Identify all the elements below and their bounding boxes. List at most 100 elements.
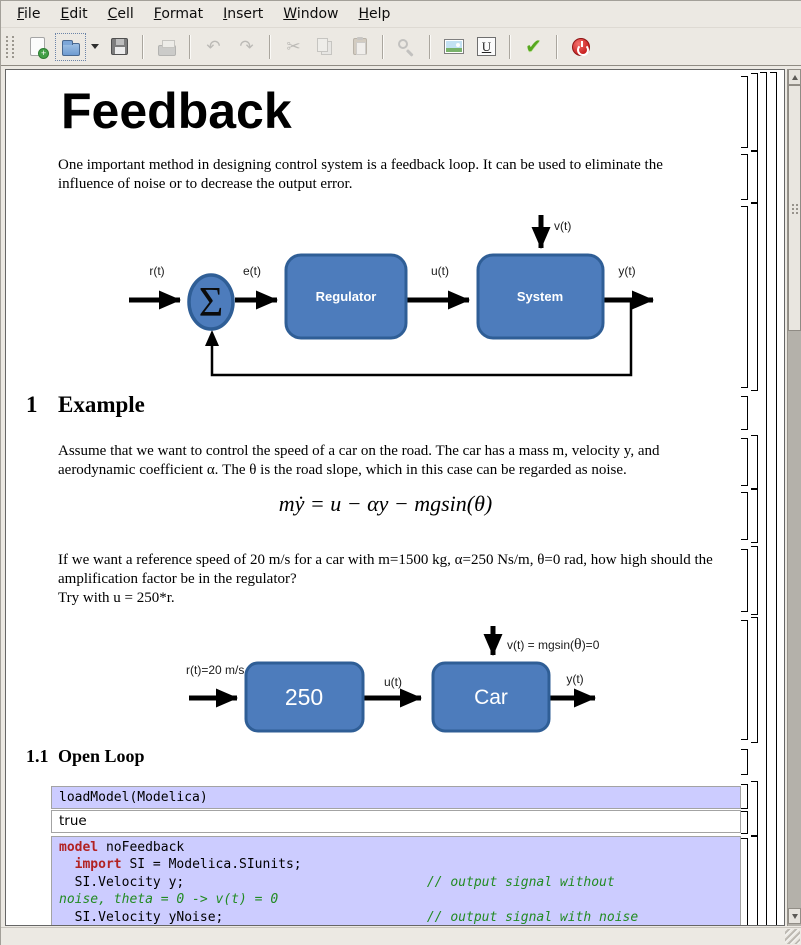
- code-token-plain: SI.Velocity yNoise;: [74, 909, 224, 925]
- cell-bracket[interactable]: [741, 396, 748, 430]
- diagram2-label-vt: v(t) = mgsin(θ)=0: [507, 636, 600, 653]
- diagram1-label-yt: y(t): [618, 264, 635, 278]
- toolbar-separator: [382, 34, 384, 59]
- resize-grip[interactable]: [785, 929, 800, 944]
- toolbar-separator: [429, 34, 431, 59]
- code-token-comment: // output signal without noise, theta = …: [59, 874, 615, 908]
- text-cell-intro[interactable]: One important method in designing contro…: [58, 157, 663, 192]
- copy-button[interactable]: [310, 32, 343, 62]
- menu-edit[interactable]: Edit: [60, 6, 88, 22]
- cell-bracket[interactable]: [751, 835, 758, 925]
- regulator-label: Regulator: [316, 289, 377, 304]
- menu-insert[interactable]: Insert: [223, 6, 264, 22]
- cell-bracket[interactable]: [770, 72, 777, 925]
- cell-bracket[interactable]: [741, 76, 748, 148]
- car-label: Car: [474, 686, 508, 709]
- menu-file[interactable]: File: [17, 6, 41, 22]
- menu-format[interactable]: Format: [153, 6, 204, 22]
- question-text: If we want a reference speed of 20 m/s f…: [58, 552, 713, 587]
- stop-button[interactable]: [564, 32, 597, 62]
- cell-bracket[interactable]: [741, 784, 748, 809]
- cell-bracket[interactable]: [741, 154, 748, 200]
- plus-badge-icon: [38, 48, 49, 59]
- cell-bracket[interactable]: [751, 73, 758, 151]
- input-cell-model[interactable]: model noFeedback import SI = Modelica.SI…: [51, 836, 741, 925]
- cell-bracket[interactable]: [741, 492, 748, 540]
- diagram1-label-rt: r(t): [149, 264, 164, 278]
- toolbar: ↶ ↷ ✂ U ✔: [1, 28, 801, 66]
- open-folder-icon: [61, 39, 80, 56]
- system-label: System: [517, 289, 563, 304]
- redo-icon: ↷: [239, 37, 254, 56]
- cell-bracket[interactable]: [741, 838, 748, 925]
- print-icon: [157, 39, 176, 56]
- paste-button[interactable]: [343, 32, 376, 62]
- code-token-keyword: import: [74, 857, 122, 873]
- thumb-grip-icon: [792, 204, 794, 206]
- copy-icon: [317, 38, 328, 52]
- toolbar-grip[interactable]: [6, 35, 14, 58]
- redo-button[interactable]: ↷: [230, 32, 263, 62]
- toolbar-separator: [269, 34, 271, 59]
- cell-bracket[interactable]: [741, 549, 748, 612]
- cell-bracket[interactable]: [741, 620, 748, 740]
- vertical-scrollbar[interactable]: [787, 69, 801, 926]
- sum-symbol: Σ: [199, 280, 223, 326]
- power-icon: [571, 37, 590, 56]
- toolbar-separator: [189, 34, 191, 59]
- cell-bracket[interactable]: [741, 811, 748, 834]
- cell-bracket[interactable]: [741, 438, 748, 486]
- scroll-up-button[interactable]: [788, 69, 801, 85]
- cut-button[interactable]: ✂: [277, 32, 310, 62]
- save-button[interactable]: [103, 32, 136, 62]
- open-dropdown-button[interactable]: [87, 32, 103, 62]
- triangle-down-icon: [791, 913, 798, 919]
- image-cell-diagram2[interactable]: 250 Car r(t)=20 m/s u(t) v(t) = mgsin(θ)…: [151, 618, 621, 743]
- menu-help[interactable]: Help: [358, 6, 391, 22]
- text-cell-question[interactable]: If we want a reference speed of 20 m/s f…: [58, 551, 734, 608]
- formula-cell[interactable]: mẏ = u − αy − mgsin(θ): [278, 491, 493, 516]
- diagram2-label-yt: y(t): [566, 672, 583, 686]
- section-title: Example: [58, 392, 145, 417]
- sum-junction: [187, 273, 235, 331]
- diagram1-label-vt: v(t): [554, 219, 571, 233]
- text-cell-assume[interactable]: Assume that we want to control the speed…: [58, 443, 660, 478]
- cell-bracket[interactable]: [751, 151, 758, 203]
- cell-bracket[interactable]: [741, 749, 748, 775]
- open-button[interactable]: [54, 32, 87, 62]
- cell-bracket[interactable]: [751, 781, 758, 837]
- underline-button[interactable]: U: [470, 32, 503, 62]
- cell-bracket[interactable]: [760, 72, 767, 925]
- undo-icon: ↶: [206, 37, 221, 56]
- cell-bracket[interactable]: [751, 617, 758, 743]
- insert-image-button[interactable]: [437, 32, 470, 62]
- cut-icon: ✂: [286, 37, 301, 56]
- new-document-button[interactable]: [21, 32, 54, 62]
- undo-button[interactable]: ↶: [197, 32, 230, 62]
- cell-bracket[interactable]: [741, 206, 748, 388]
- menu-window[interactable]: Window: [283, 6, 339, 22]
- triangle-up-icon: [791, 74, 798, 80]
- evaluate-button[interactable]: ✔: [517, 32, 550, 62]
- output-cell-true[interactable]: true: [51, 810, 741, 833]
- cell-bracket[interactable]: [751, 489, 758, 543]
- cell-bracket[interactable]: [751, 546, 758, 615]
- menu-cell[interactable]: Cell: [107, 6, 134, 22]
- gain-label: 250: [285, 684, 323, 710]
- image-cell-diagram1[interactable]: Σ Regulator System r(t) e(t) u(t) v(t) y…: [121, 212, 661, 384]
- title-cell[interactable]: Feedback: [61, 83, 292, 139]
- input-cell-loadmodel[interactable]: loadModel(Modelica): [51, 786, 741, 809]
- scrollbar-thumb[interactable]: [788, 85, 801, 331]
- print-button[interactable]: [150, 32, 183, 62]
- scroll-down-button[interactable]: [788, 908, 801, 924]
- diagram2-label-rt: r(t)=20 m/s: [186, 663, 244, 677]
- cell-bracket[interactable]: [751, 435, 758, 489]
- gain-block: [244, 661, 365, 733]
- section-number: 1.1: [26, 746, 49, 766]
- notebook-area: Feedback One important method in designi…: [1, 67, 801, 927]
- search-button[interactable]: [390, 32, 423, 62]
- search-icon: [398, 39, 408, 49]
- cell-bracket[interactable]: [751, 203, 758, 391]
